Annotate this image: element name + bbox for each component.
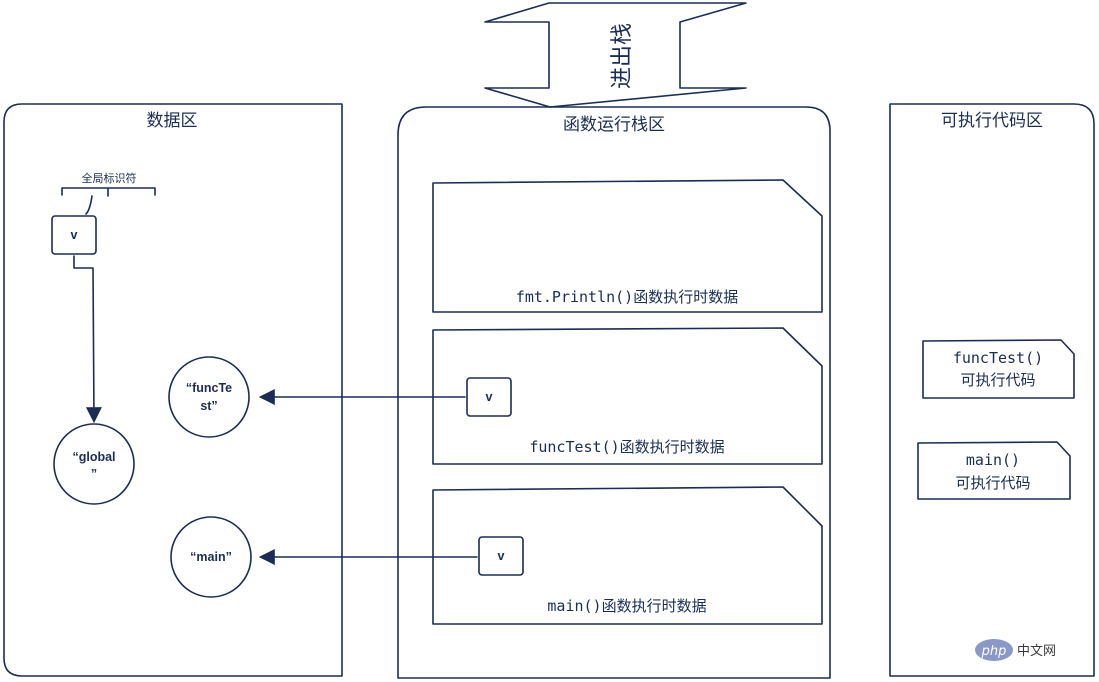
functest-string-line2: st” (200, 399, 217, 413)
code-block-main-line1: main() (966, 451, 1020, 469)
frame-main-label: main()函数执行时数据 (547, 597, 706, 615)
code-block-functest-line1: funcTest() (953, 349, 1043, 367)
global-identifier-label: 全局标识符 (82, 171, 137, 185)
stack-area-title: 函数运行栈区 (563, 115, 665, 135)
global-string-line2: ” (91, 467, 97, 481)
frame-println-label: fmt.Println()函数执行时数据 (516, 288, 738, 306)
main-string-circle (170, 516, 252, 598)
global-string-line1: “global (72, 450, 115, 464)
code-area-title: 可执行代码区 (941, 111, 1043, 131)
frame-println (432, 179, 823, 313)
watermark: php 中文网 (975, 639, 1056, 661)
frame-functest (432, 327, 823, 465)
code-block-functest-line2: 可执行代码 (960, 371, 1035, 389)
push-pop-arrow: 进出栈 (484, 2, 747, 108)
functest-string-circle (168, 356, 250, 438)
stack-area-panel: 函数运行栈区 fmt.Println()函数执行时数据 v funcTest()… (397, 106, 831, 679)
frame-main (432, 486, 823, 625)
php-logo-icon (975, 639, 1013, 661)
functest-string-line1: “funcTe (186, 381, 232, 395)
main-string-label: “main” (190, 550, 232, 564)
frame-functest-label: funcTest()函数执行时数据 (529, 438, 724, 456)
code-block-main-line2: 可执行代码 (955, 474, 1030, 492)
data-area-title: 数据区 (147, 111, 198, 131)
data-area-panel: 数据区 全局标识符 v “global ” “funcTe st” “main” (3, 103, 343, 677)
global-var-v-label: v (71, 228, 78, 242)
php-logo-text: php (981, 644, 1007, 659)
watermark-text: 中文网 (1017, 644, 1056, 659)
code-block-functest (922, 339, 1075, 399)
frame-functest-var-box (466, 377, 512, 417)
global-var-v-box (51, 215, 97, 255)
frame-main-var-label: v (498, 549, 505, 563)
frame-functest-var-label: v (486, 390, 493, 404)
global-identifier-brace (61, 187, 156, 197)
push-pop-label: 进出栈 (610, 23, 635, 89)
frame-main-var-box (478, 536, 524, 576)
arrow-v-to-global (73, 255, 102, 424)
code-block-main (917, 441, 1071, 500)
code-area-panel: 可执行代码区 funcTest() 可执行代码 main() 可执行代码 (889, 103, 1095, 677)
global-string-circle (53, 423, 135, 505)
